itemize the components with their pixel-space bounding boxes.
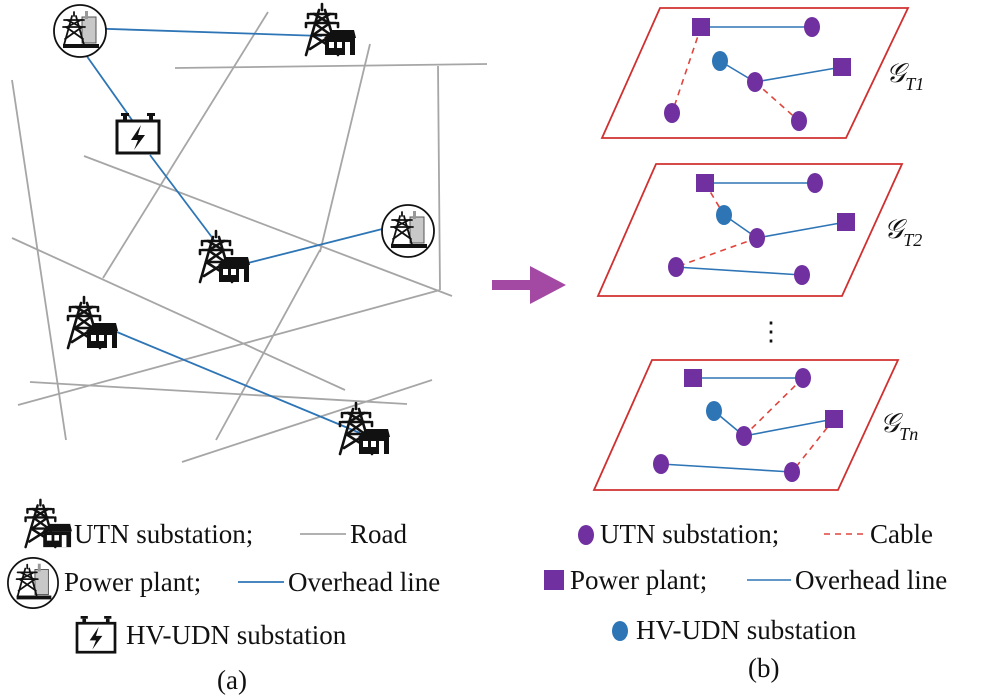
overhead-line xyxy=(239,224,399,266)
road xyxy=(181,379,433,463)
overhead-line xyxy=(79,27,323,37)
layer-label: 𝒢T2 xyxy=(884,214,922,250)
legend-power-plant: Power plant; xyxy=(64,567,201,597)
utn-node xyxy=(664,103,680,123)
power-plant-node xyxy=(696,174,714,192)
layer-ellipsis: ⋮ xyxy=(758,317,784,346)
panel-b-legend: UTN substation; Cable Power plant; Overh… xyxy=(544,519,947,683)
hv-udn-node-swatch xyxy=(612,621,628,641)
legend-overhead-line: Overhead line xyxy=(288,567,440,597)
legend-road: Road xyxy=(350,519,407,549)
utn-node xyxy=(804,17,820,37)
utn-substation-icon xyxy=(66,295,118,350)
transform-arrow xyxy=(492,266,566,304)
utn-node xyxy=(784,462,800,482)
road xyxy=(11,237,346,391)
road xyxy=(319,43,371,253)
layer-plane xyxy=(600,7,910,139)
legend-utn-substation: UTN substation; xyxy=(600,519,779,549)
layer-plane xyxy=(592,359,900,491)
hv-udn-node xyxy=(716,205,732,225)
overhead-line xyxy=(85,54,133,121)
layer-plane xyxy=(596,163,904,297)
utn-substation-icon xyxy=(304,2,356,57)
utn-node xyxy=(795,368,811,388)
legend-utn-substation: UTN substation; xyxy=(74,519,253,549)
layer-tn: 𝒢Tn xyxy=(592,359,918,491)
utn-node xyxy=(791,111,807,131)
utn-node xyxy=(668,257,684,277)
roads xyxy=(11,11,488,463)
caption-a: (a) xyxy=(217,665,247,695)
panel-a-map xyxy=(11,2,488,463)
panel-a-legend: UTN substation; Road Power plant; Overhe… xyxy=(7,498,440,695)
legend-overhead-line: Overhead line xyxy=(795,565,947,595)
road xyxy=(83,155,453,297)
hv-udn-substation-icon xyxy=(115,113,161,155)
layer-label: 𝒢T1 xyxy=(886,58,924,94)
legend-power-plant: Power plant; xyxy=(570,565,707,595)
layer-label: 𝒢Tn xyxy=(880,408,918,444)
road xyxy=(437,65,441,291)
overhead-line xyxy=(149,154,215,241)
caption-b: (b) xyxy=(748,653,779,683)
legend-hv-udn-substation: HV-UDN substation xyxy=(126,620,347,650)
power-plant-icon xyxy=(53,4,107,58)
utn-substation-icon xyxy=(198,229,250,284)
layer-t2: 𝒢T2 xyxy=(596,163,922,297)
road xyxy=(174,63,488,69)
utn-node xyxy=(736,426,752,446)
power-plant-node xyxy=(825,410,843,428)
utn-node xyxy=(653,454,669,474)
utn-substation-icon xyxy=(24,498,72,549)
utn-node-swatch xyxy=(578,525,594,545)
utn-node xyxy=(807,173,823,193)
hv-udn-node xyxy=(712,51,728,71)
road xyxy=(29,381,408,405)
hv-udn-node xyxy=(706,401,722,421)
power-plant-node-swatch xyxy=(544,570,564,590)
power-plant-icon xyxy=(381,204,435,258)
power-plant-node xyxy=(692,18,710,36)
power-plant-node xyxy=(837,213,855,231)
legend-cable: Cable xyxy=(870,519,933,549)
hv-udn-substation-icon xyxy=(75,616,117,654)
road xyxy=(215,249,321,441)
legend-hv-udn-substation: HV-UDN substation xyxy=(636,615,857,645)
power-plant-icon xyxy=(7,557,59,609)
utn-node xyxy=(747,72,763,92)
layer-t1: 𝒢T1 xyxy=(600,7,924,139)
overhead-line xyxy=(99,324,361,434)
utn-node xyxy=(794,265,810,285)
utn-substation-icon xyxy=(338,401,390,456)
road xyxy=(11,79,67,441)
overhead-lines xyxy=(79,27,399,434)
road xyxy=(102,11,269,279)
power-plant-node xyxy=(833,58,851,76)
power-plant-node xyxy=(684,369,702,387)
utn-node xyxy=(749,228,765,248)
